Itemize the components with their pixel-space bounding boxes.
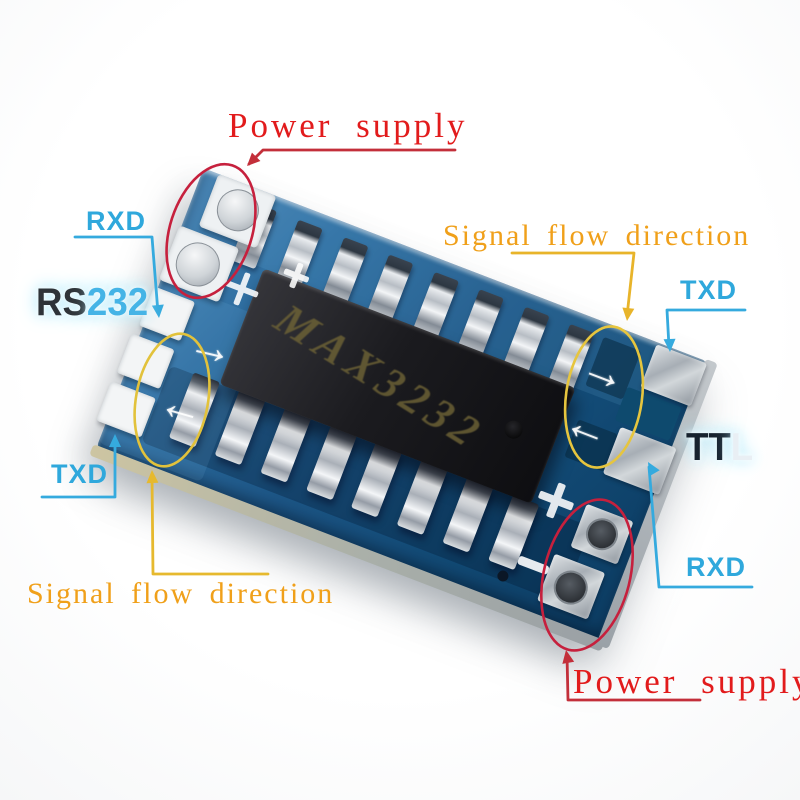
power-bottom-leader-line [565,653,702,702]
arrowhead-icon [151,304,164,318]
leader-arrowheads [109,152,676,664]
rs232-side-label: RS232 [36,281,148,325]
arrowhead-icon [562,650,575,664]
power-top-leader-line [247,148,457,166]
arrowhead-icon [247,152,261,166]
signal-flow-right-ellipse [563,325,645,469]
arrowhead-icon [648,462,660,477]
rxd-left-label: RXD [86,206,147,236]
txd-left-label: TXD [51,459,108,489]
rs232-part1: RS [36,281,87,324]
arrowhead-icon [146,470,159,484]
rxd-right-leader-line [647,465,754,589]
rxd-left-leader-line [73,235,160,315]
txd-left-leader-line [40,437,117,499]
arrowhead-icon [622,307,635,321]
power-supply-top-label: Power supply [228,106,468,145]
power-top-highlight-ellipse [165,162,257,300]
power-supply-bottom-label: Power supply [573,662,800,701]
signal-flow-left-ellipse [133,332,211,468]
ttl-side-label: TTL [686,426,753,470]
ttl-part1: TT [686,426,731,469]
arrowhead-icon [663,338,676,352]
signal-flow-top-label: Signal flow direction [443,219,751,252]
arrowhead-icon [109,434,121,447]
signal-flow-bottom-label: Signal flow direction [27,577,335,610]
signal-flow-top-leader-line [510,251,636,318]
rxd-right-label: RXD [686,552,747,582]
power-bottom-highlight-ellipse [540,498,634,652]
signal-flow-bottom-leader-line [150,473,270,576]
txd-right-leader-line [665,308,747,349]
ttl-part2: L [730,426,754,469]
txd-right-label: TXD [680,275,737,305]
rs232-part2: 232 [86,281,149,324]
